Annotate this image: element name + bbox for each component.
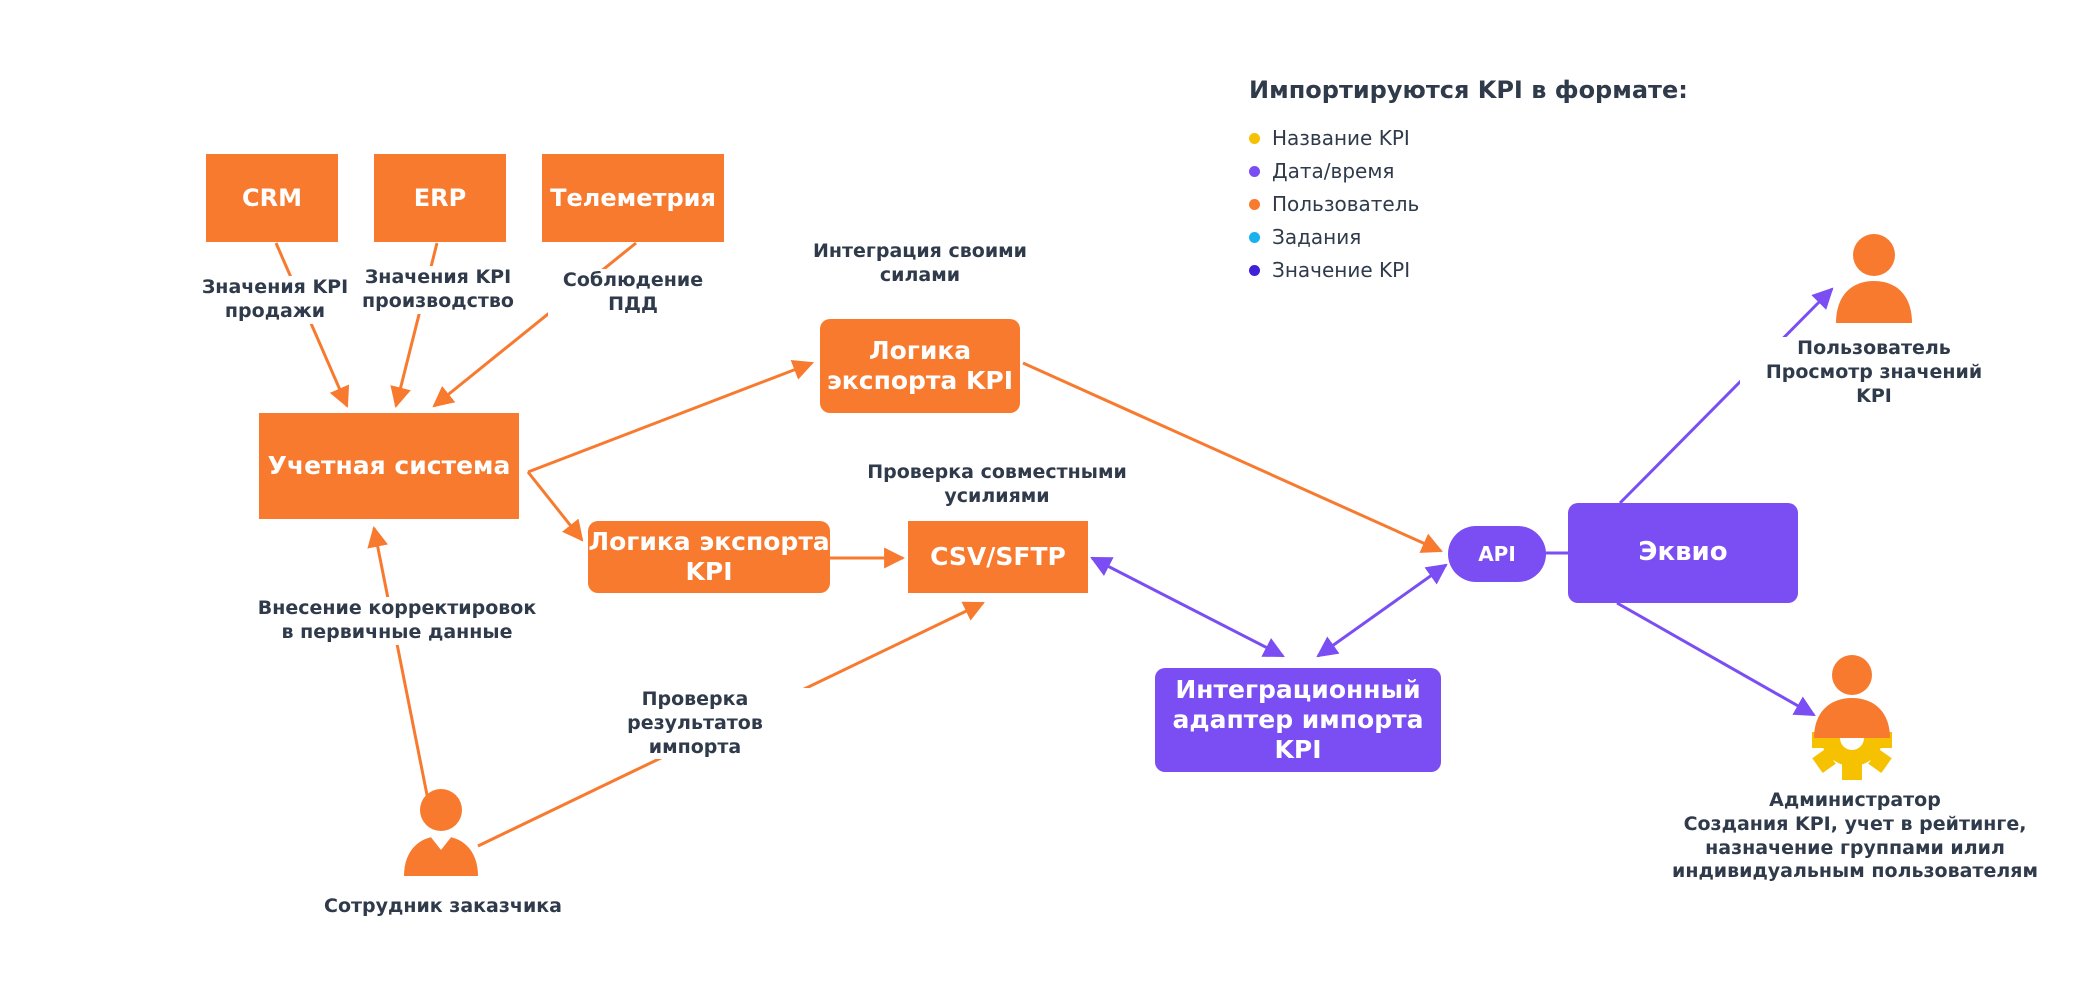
admin-gear-user-icon — [1812, 655, 1892, 780]
legend-item-label: Пользователь — [1272, 192, 1420, 216]
arrow-accounting-to-export-top — [527, 359, 814, 474]
arrow-csv-adapter-bidirectional — [1090, 556, 1285, 658]
csv-sftp-box: CSV/SFTP — [908, 521, 1088, 593]
legend-bullet-icon — [1249, 165, 1260, 177]
integration-adapter-box: Интеграционный адаптер импорта KPI — [1155, 668, 1441, 772]
user-label: Пользователь Просмотр значений KPI — [1740, 337, 2008, 409]
legend-item: Пользователь — [1249, 192, 1419, 216]
legend-item-label: Название KPI — [1272, 126, 1410, 150]
api-node: API — [1448, 526, 1546, 582]
corrections-label: Внесение корректировок в первичные данны… — [256, 597, 538, 645]
legend-item-label: Значение KPI — [1272, 258, 1411, 282]
telemetry-box: Телеметрия — [542, 154, 724, 242]
self-integration-label: Интеграция своими силами — [800, 240, 1040, 288]
export-logic-bottom-box: Логика экспорта KPI — [588, 521, 830, 593]
joint-check-label: Проверка совместными усилиями — [866, 461, 1128, 509]
admin-label: Администратор Создания KPI, учет в рейти… — [1660, 789, 2050, 884]
arrow-employee-to-accounting — [367, 525, 430, 801]
legend-title: Импортируются KPI в формате: — [1249, 76, 1688, 104]
legend-bullet-icon — [1249, 132, 1260, 144]
arrow-ekvio-to-user — [1618, 287, 1834, 505]
arrow-accounting-to-export-bottom — [526, 471, 584, 542]
customer-employee-label: Сотрудник заказчика — [300, 895, 586, 919]
import-check-label: Проверка результатов импорта — [574, 688, 816, 760]
accounting-system-box: Учетная система — [259, 413, 519, 519]
legend-bullet-icon — [1249, 231, 1260, 243]
legend-item: Название KPI — [1249, 126, 1410, 150]
legend-bullet-icon — [1249, 198, 1260, 210]
customer-employee-icon — [404, 789, 478, 876]
legend-item: Значение KPI — [1249, 258, 1410, 282]
erp-box: ERP — [374, 154, 506, 242]
user-icon — [1836, 234, 1912, 323]
telemetry-flow-label: Соблюдение ПДД — [548, 269, 718, 317]
erp-flow-label: Значения KPI производство — [358, 266, 518, 314]
arrow-adapter-api-bidirectional — [1316, 563, 1448, 658]
legend-item-label: Дата/время — [1272, 159, 1395, 183]
crm-flow-label: Значения KPI продажи — [195, 276, 355, 324]
arrow-export-top-to-api — [1022, 361, 1443, 553]
arrow-crm-to-accounting — [274, 242, 350, 408]
arrow-ekvio-to-admin — [1616, 601, 1816, 717]
export-logic-top-box: Логика экспорта KPI — [820, 319, 1020, 413]
legend-bullet-icon — [1249, 264, 1260, 276]
crm-box: CRM — [206, 154, 338, 242]
legend-item: Дата/время — [1249, 159, 1394, 183]
legend-item-label: Задания — [1272, 225, 1362, 249]
legend-item: Задания — [1249, 225, 1361, 249]
ekvio-box: Эквио — [1568, 503, 1798, 603]
